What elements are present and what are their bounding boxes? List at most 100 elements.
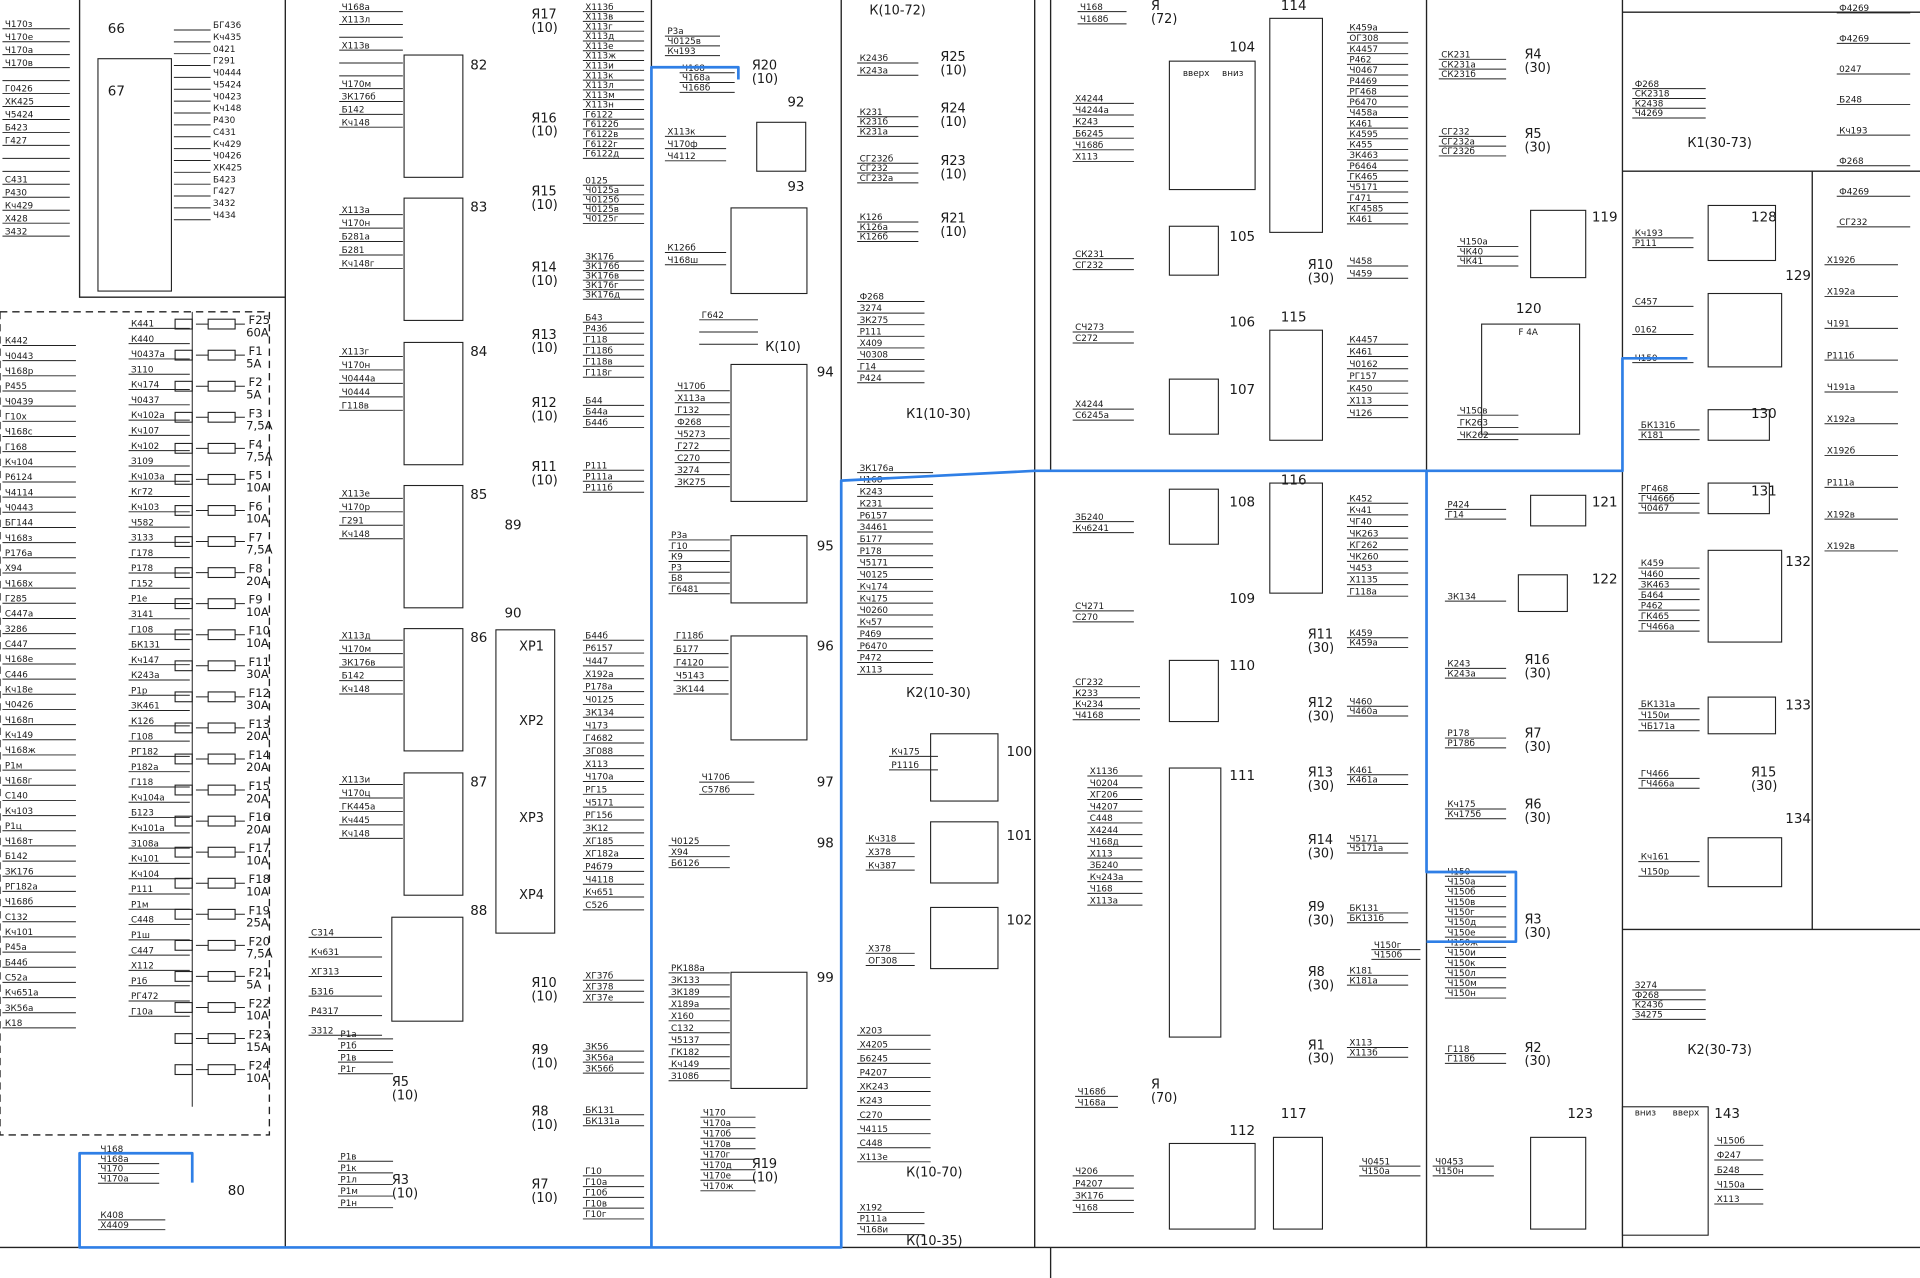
wire-label: РГ156 (585, 811, 613, 821)
wire-label: Р1ш (131, 931, 150, 941)
wire-label: С270 (860, 1111, 883, 1121)
connector-label: Я9(10) (531, 1043, 557, 1071)
wire-label: Р1м (5, 761, 23, 771)
wire-label: К181 (1641, 431, 1664, 441)
wire-label: ХК425 (5, 98, 34, 108)
fuse-name: F15 (249, 779, 270, 793)
wire-label: ЧК262 (1460, 431, 1489, 441)
wire-label: Р4207 (1075, 1179, 1103, 1189)
component-symbol (1168, 488, 1219, 545)
wire-label: С270 (1075, 613, 1098, 623)
wire-label: Х4244 (1090, 826, 1119, 836)
fuse-rating: 10A (246, 512, 269, 526)
wire-label: СГ232 (1441, 128, 1469, 138)
wire-label: Кч149 (5, 731, 33, 741)
wire-label: Ч150н (1435, 1167, 1464, 1177)
wire-label: Б44б (5, 958, 28, 968)
wire-label: Х113 (1349, 1039, 1372, 1049)
component-symbol (403, 54, 464, 178)
wire-group: К442Ч0443Ч168рР455Ч0439Г10хЧ168сГ168Кч10… (2, 337, 76, 1029)
wire-label: Г427 (213, 187, 235, 197)
wire-label: ГК445а (342, 803, 376, 813)
wire-label: Г178 (131, 549, 153, 559)
wire-label: Ч168б (1075, 141, 1103, 151)
component-symbol (1168, 60, 1256, 191)
wire-label: Кч101а (131, 824, 165, 834)
wire-label: ЗК56а (5, 1004, 34, 1014)
wire-label: Ф4269 (1839, 187, 1869, 197)
fuse-name: F10 (249, 624, 270, 638)
wire-label: Б423 (213, 175, 236, 185)
wire-label: Кч429 (213, 140, 241, 150)
fuse-name: F17 (249, 841, 270, 855)
wire-label: К243 (860, 1097, 883, 1107)
component-symbol (1530, 209, 1587, 279)
component-symbol (730, 207, 808, 295)
wire-label: Х192б (1827, 256, 1855, 266)
connector-label: Я16(30) (1524, 653, 1550, 681)
wire-label: Ч0125 (860, 571, 888, 581)
wire-label: БГ144 (5, 519, 34, 529)
wire-label: Ч168з (5, 534, 33, 544)
wire-label: Ч0308 (860, 351, 888, 361)
wire-label: 0162 (1635, 326, 1657, 336)
wire-label: Кч193 (1635, 229, 1663, 239)
wire-label: Кч104а (131, 793, 165, 803)
wire-label: Р111б (1827, 351, 1855, 361)
wire-label: С448 (1090, 814, 1113, 824)
wire-label: Г4682 (585, 734, 613, 744)
wire-label: Х113 (1075, 153, 1098, 163)
wire-label: БК131 (131, 641, 160, 651)
wire-label: Кч103 (131, 503, 159, 513)
wire-label: Ч168 (1090, 885, 1113, 895)
wire-label: Р111 (131, 885, 153, 895)
wire-label: Р1ц (5, 822, 22, 832)
wire-label: Х113и (342, 776, 371, 786)
wire-label: Б6245 (1075, 129, 1103, 139)
block-label-3: ХР3 (519, 811, 544, 826)
wire-label: СЧ271 (1075, 602, 1104, 612)
wire-label: Х113 (1349, 397, 1372, 407)
wire-label: Ч170ц (342, 789, 371, 799)
component-symbol (1707, 837, 1783, 888)
wire-label: 0247 (1839, 65, 1861, 75)
wire-label: К231 (860, 499, 883, 509)
connector-label: К2(10-30) (906, 686, 971, 701)
wire-label: Ч0453 (1435, 1157, 1463, 1167)
wire-label: Х113 (1717, 1195, 1740, 1205)
wire-label: Г6122д (585, 150, 619, 160)
fuse-rating: 20A (246, 822, 269, 836)
wire-label: К243б (1635, 1001, 1663, 1011)
annotation-label: вверх (1673, 1108, 1700, 1118)
wire-label: Г291 (213, 57, 235, 67)
fuse-name: F4 (249, 437, 263, 451)
connector-label: Я10(30) (1308, 258, 1334, 286)
wire-label: ЗК176 (5, 867, 34, 877)
wire-label: К455 (1349, 141, 1372, 151)
component-symbol (403, 197, 464, 321)
wire-label: К452 (1349, 494, 1372, 504)
wire-label: С270 (677, 454, 700, 464)
wire-label: ГЧ466а (1641, 779, 1675, 789)
wire-label: З4275 (1635, 1011, 1663, 1021)
wire-label: Б248 (1717, 1166, 1740, 1176)
component-symbol (1530, 1136, 1587, 1230)
